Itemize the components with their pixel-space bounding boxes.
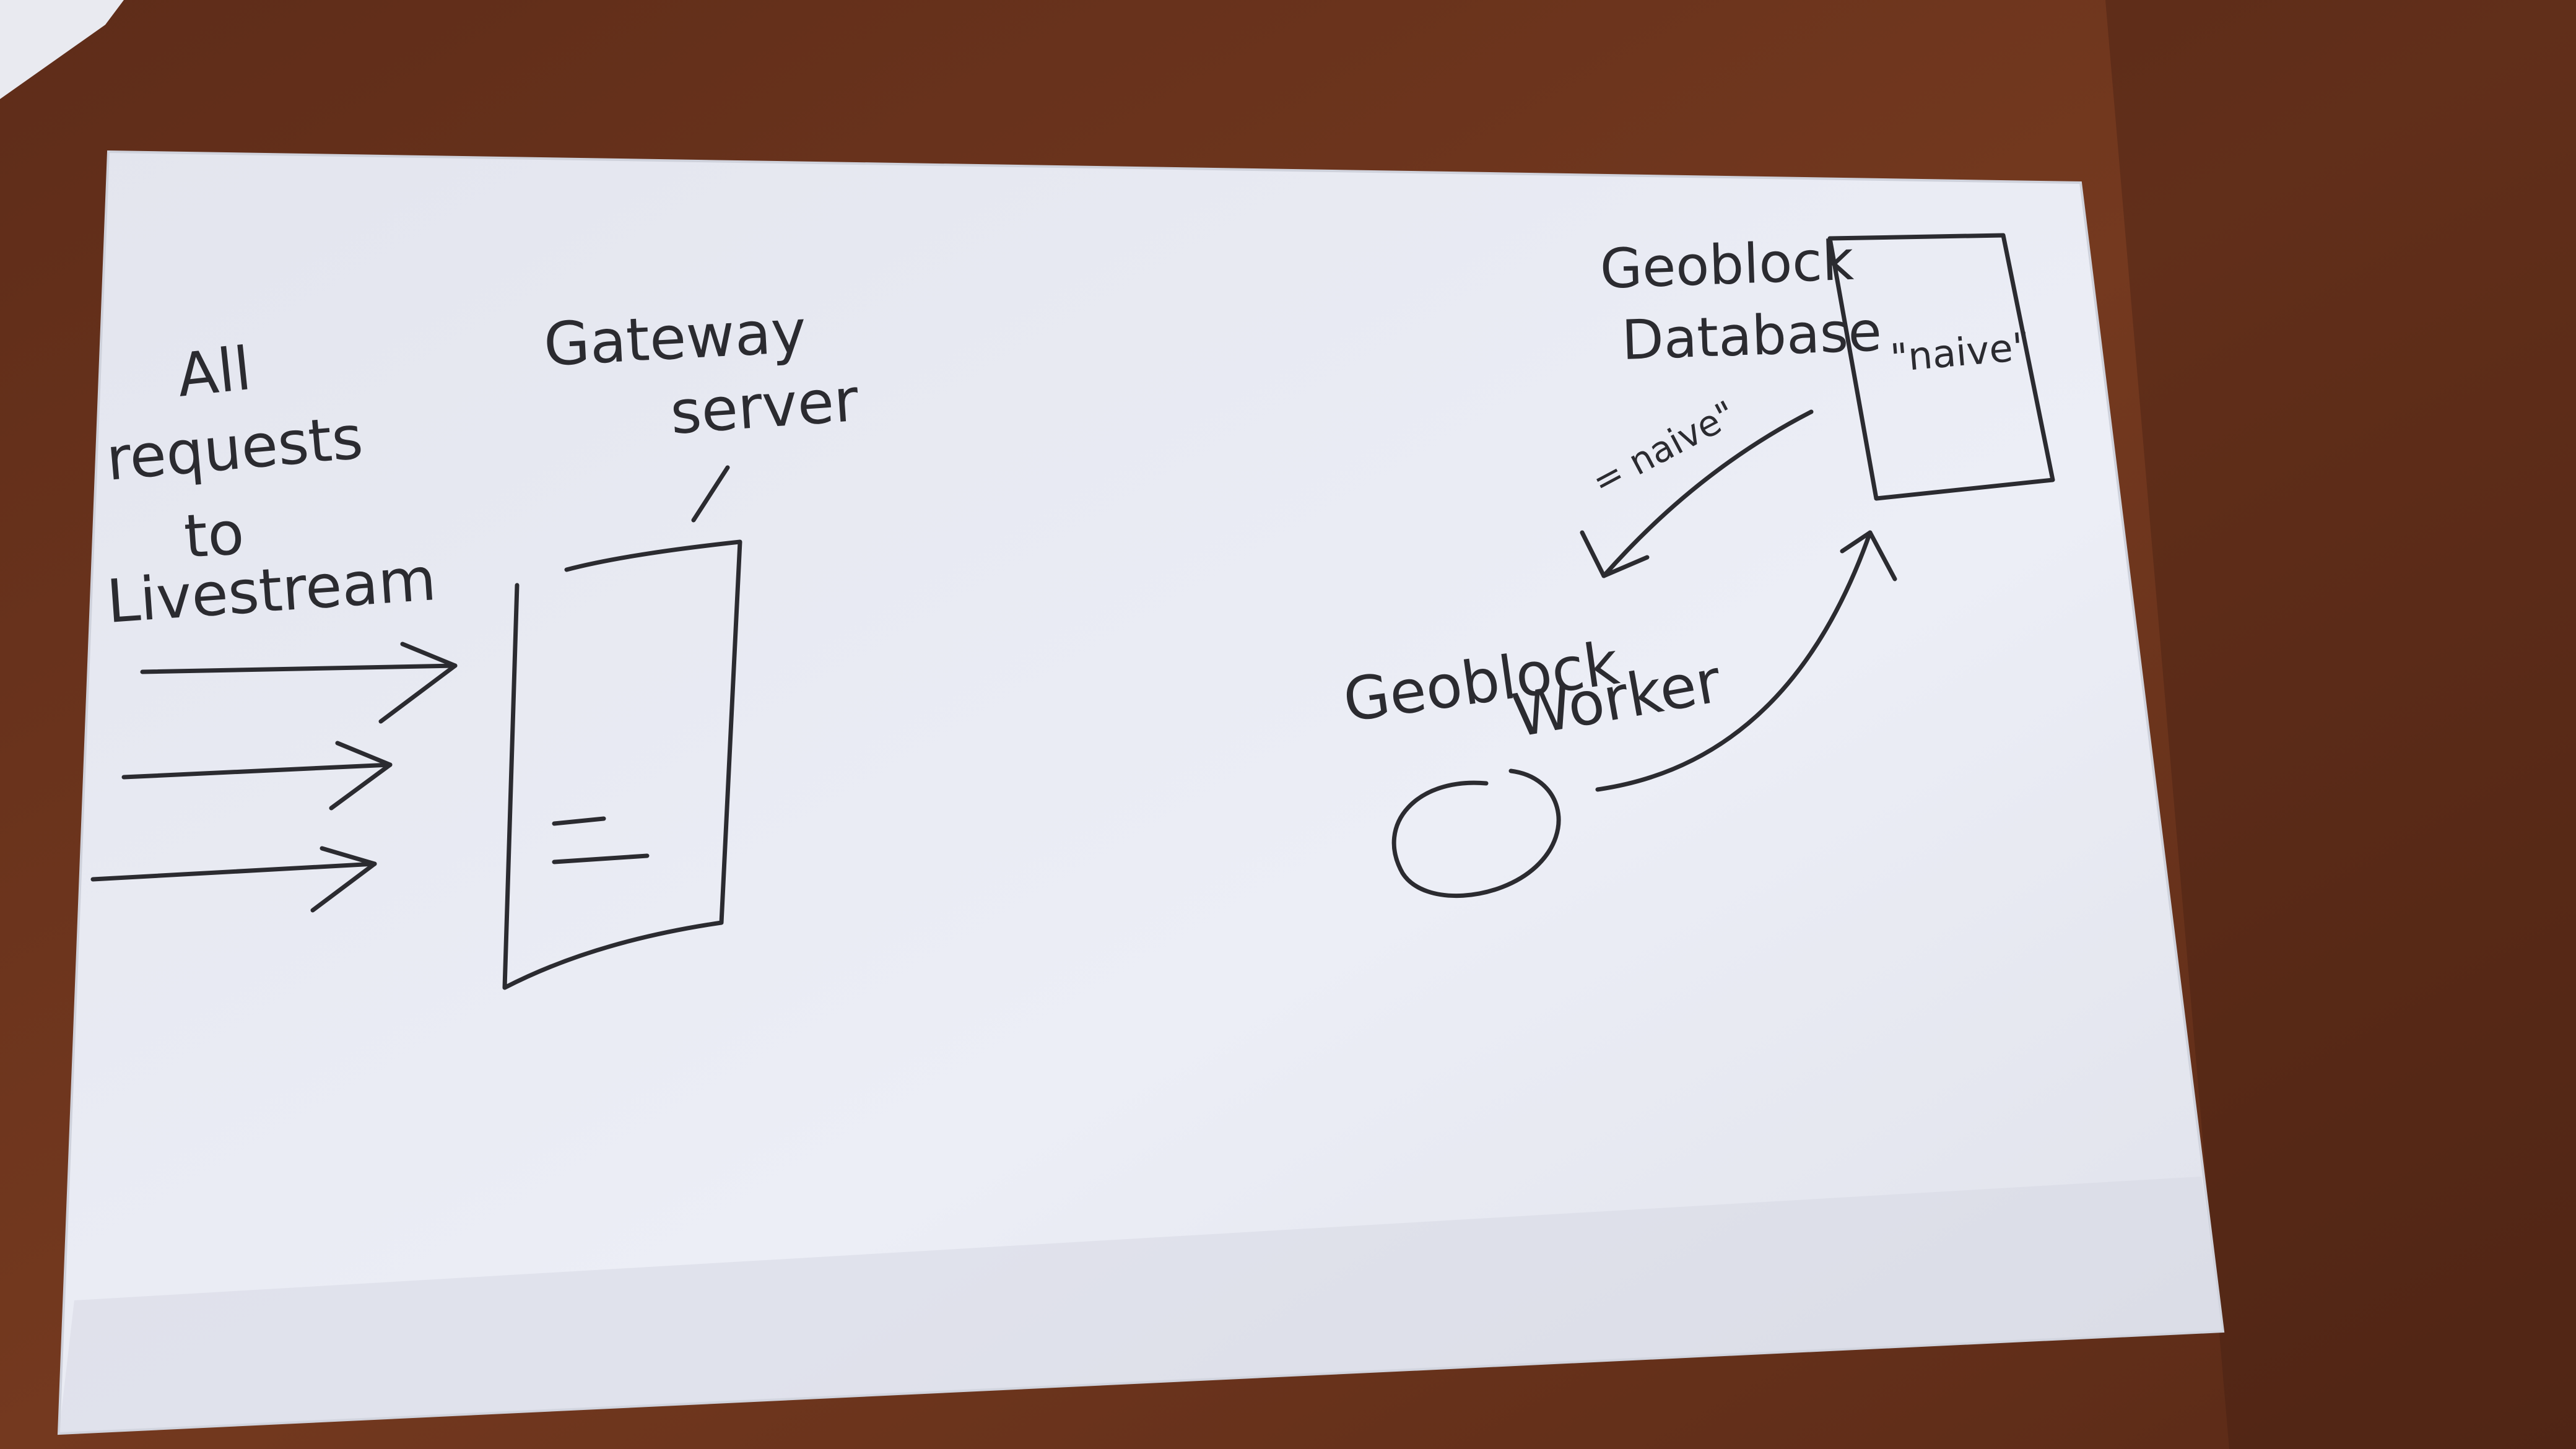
- card-lower-shade: [59, 1177, 2223, 1434]
- request-arrow-1: [140, 642, 458, 724]
- label-all: All: [174, 334, 255, 411]
- geoblock-worker-circle: [1391, 768, 1561, 899]
- database-to-worker-arrow: [1580, 409, 1814, 578]
- label-server: server: [668, 365, 861, 448]
- gateway-box-mark-1: [552, 816, 606, 826]
- label-database: Database: [1621, 299, 1882, 372]
- request-arrow-3: [90, 846, 377, 913]
- gateway-label-pointer: [691, 465, 730, 523]
- label-gateway: Gateway: [542, 297, 807, 380]
- gateway-box-mark-2: [552, 853, 650, 864]
- table-shadow-right: [2105, 0, 2576, 1449]
- paper-corner-topleft: [0, 0, 124, 99]
- label-to: to: [182, 498, 246, 571]
- request-arrow-2: [121, 741, 393, 811]
- geoblock-database-box: [1827, 233, 2055, 501]
- gateway-server-box: [502, 539, 742, 990]
- label-geoblock-db: Geoblock: [1599, 228, 1855, 301]
- worker-to-database-arrow: [1595, 530, 1897, 792]
